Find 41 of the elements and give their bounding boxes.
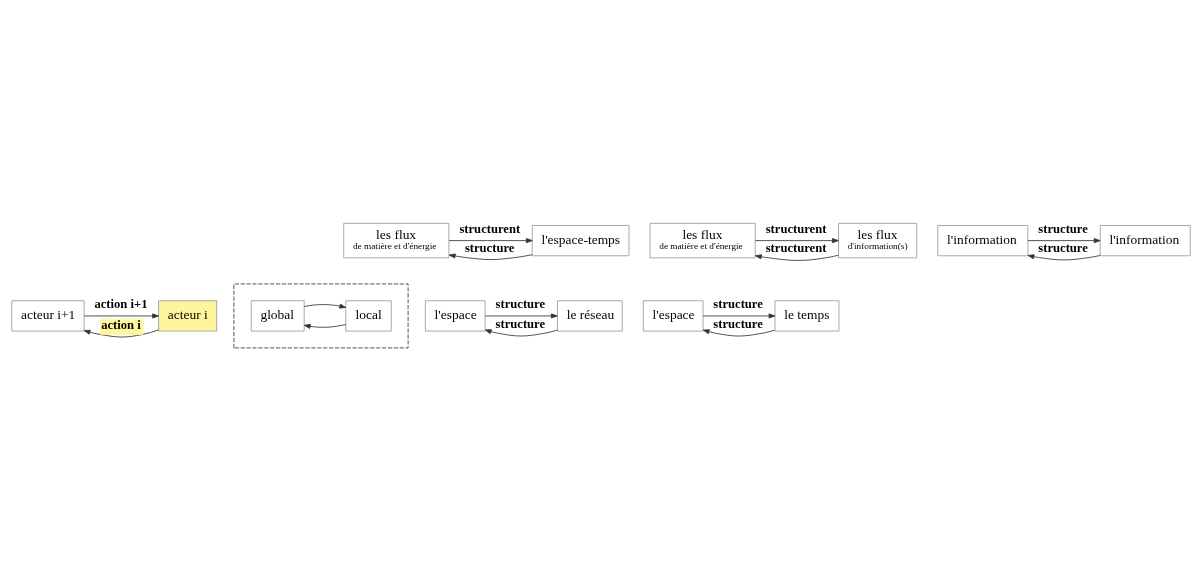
- node-box: local: [345, 299, 392, 331]
- node-box: global: [250, 299, 305, 331]
- edge-label: structure: [713, 296, 763, 311]
- edge-label: structure: [464, 240, 515, 255]
- edge-label: structure: [1038, 221, 1088, 236]
- node-box: les flux de matière et d'énergie: [343, 222, 450, 258]
- edge-label: structurent: [459, 221, 521, 236]
- node-box: l'espace: [642, 299, 704, 331]
- edge-label: structure: [495, 316, 546, 331]
- arrow: [303, 303, 347, 309]
- arrow: [448, 253, 533, 260]
- arrow: [702, 328, 776, 336]
- arrow: [83, 312, 159, 318]
- arrow: [448, 237, 533, 243]
- node-box: le réseau: [557, 299, 623, 331]
- node-box: acteur i: [158, 299, 218, 331]
- edge-label: structurent: [765, 240, 827, 255]
- arrow: [484, 328, 558, 336]
- arrow: [1027, 237, 1101, 243]
- node-box: le temps: [774, 299, 840, 331]
- node-box: l'information: [1099, 224, 1191, 256]
- edge-label: structurent: [765, 221, 827, 236]
- arrow: [484, 312, 558, 318]
- arrow: [83, 328, 159, 337]
- cluster: [233, 283, 409, 348]
- node-box: l'espace-temps: [531, 224, 630, 256]
- arrow: [1027, 253, 1101, 260]
- edge-label: structure: [713, 316, 763, 331]
- edge-label: structure: [495, 296, 546, 311]
- node-box: les flux d'information(s): [838, 222, 918, 258]
- arrow: [754, 237, 839, 243]
- edge-label: action i+1: [94, 296, 148, 311]
- node-box: les flux de matière et d'énergie: [649, 222, 756, 258]
- node-box: acteur i+1: [11, 299, 85, 331]
- node-box: l'information: [937, 224, 1029, 256]
- arrow: [702, 312, 776, 318]
- edge-label: action i: [101, 317, 141, 332]
- arrow: [303, 323, 347, 329]
- node-box: l'espace: [424, 299, 486, 331]
- edge-label: structure: [1038, 240, 1088, 255]
- arrow: [755, 253, 839, 261]
